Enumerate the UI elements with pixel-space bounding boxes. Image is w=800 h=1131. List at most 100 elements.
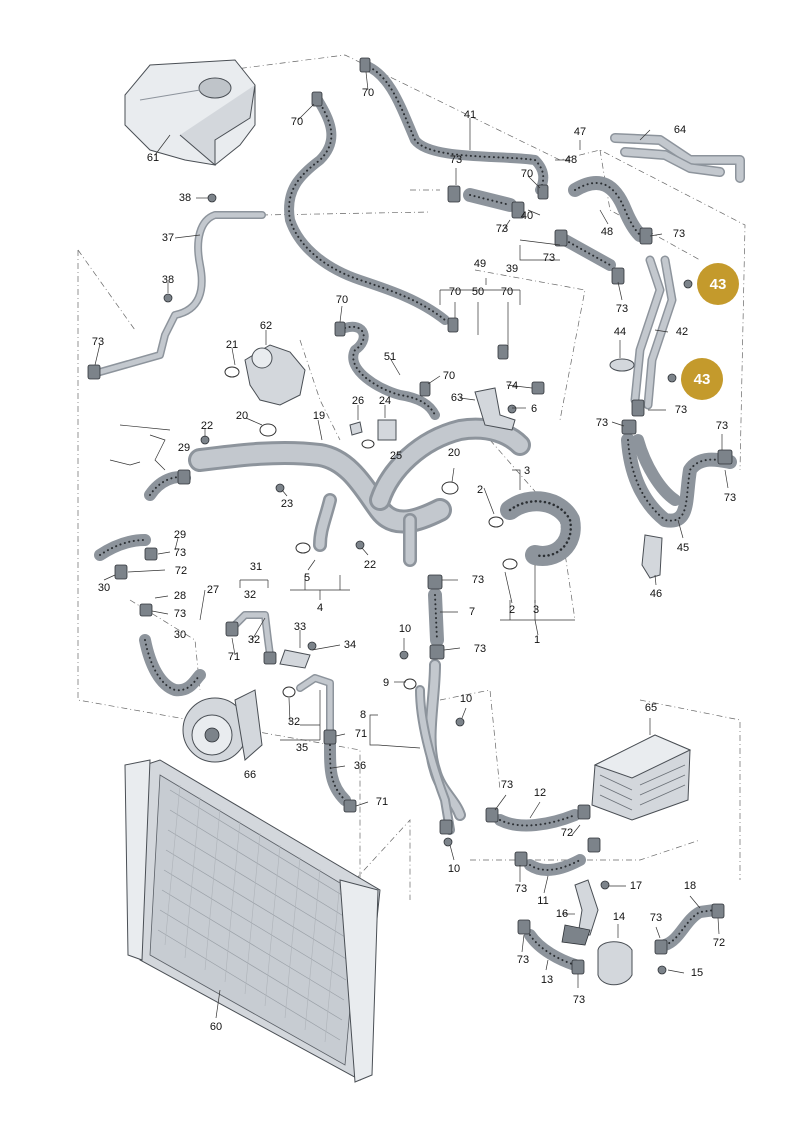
callout-73-label-10[interactable]: 73 <box>724 492 736 504</box>
callout-73-label[interactable]: 73 <box>92 336 104 348</box>
callout-44-label[interactable]: 44 <box>614 326 626 338</box>
callout-30-label[interactable]: 30 <box>98 582 110 594</box>
callout-47-label[interactable]: 47 <box>574 126 586 138</box>
callout-10-label[interactable]: 10 <box>399 623 411 635</box>
callout-31-label[interactable]: 31 <box>250 561 262 573</box>
callout-32-label-3[interactable]: 32 <box>288 716 300 728</box>
callout-66-label[interactable]: 66 <box>244 769 256 781</box>
callout-34-label[interactable]: 34 <box>344 639 356 651</box>
callout-73-label-9[interactable]: 73 <box>716 420 728 432</box>
callout-61-label[interactable]: 61 <box>147 152 159 164</box>
callout-49-label[interactable]: 49 <box>474 258 486 270</box>
callout-5-label[interactable]: 5 <box>304 572 310 584</box>
callout-73-label-7[interactable]: 73 <box>675 404 687 416</box>
callout-40-label[interactable]: 40 <box>521 210 533 222</box>
callout-2-label[interactable]: 2 <box>477 484 483 496</box>
callout-10-label-2[interactable]: 10 <box>460 693 472 705</box>
callout-20-label-2[interactable]: 20 <box>448 447 460 459</box>
callout-73-label-14[interactable]: 73 <box>474 643 486 655</box>
callout-41-label[interactable]: 41 <box>464 109 476 121</box>
callout-8-label[interactable]: 8 <box>360 709 366 721</box>
callout-73-label-4[interactable]: 73 <box>543 252 555 264</box>
callout-1-label[interactable]: 1 <box>534 634 540 646</box>
callout-7-label[interactable]: 7 <box>469 606 475 618</box>
callout-22-label[interactable]: 22 <box>201 420 213 432</box>
callout-63-label[interactable]: 63 <box>451 392 463 404</box>
callout-73-label-12[interactable]: 73 <box>174 608 186 620</box>
callout-2-label-2[interactable]: 2 <box>509 604 515 616</box>
callout-51-label[interactable]: 51 <box>384 351 396 363</box>
callout-72-label-3[interactable]: 72 <box>713 937 725 949</box>
callout-73-label-3[interactable]: 73 <box>496 223 508 235</box>
callout-38-label-2[interactable]: 38 <box>162 274 174 286</box>
callout-16-label[interactable]: 16 <box>556 908 568 920</box>
callout-15-label[interactable]: 15 <box>691 967 703 979</box>
callout-37-label[interactable]: 37 <box>162 232 174 244</box>
callout-73-label-17[interactable]: 73 <box>650 912 662 924</box>
callout-72-label-2[interactable]: 72 <box>561 827 573 839</box>
callout-38-label[interactable]: 38 <box>179 192 191 204</box>
callout-73-label-19[interactable]: 73 <box>573 994 585 1006</box>
callout-22-label-2[interactable]: 22 <box>364 559 376 571</box>
callout-35-label[interactable]: 35 <box>296 742 308 754</box>
callout-32-label-2[interactable]: 32 <box>248 634 260 646</box>
callout-73-label-16[interactable]: 73 <box>515 883 527 895</box>
callout-70-label-3[interactable]: 70 <box>521 168 533 180</box>
callout-36-label[interactable]: 36 <box>354 760 366 772</box>
callout-65-label[interactable]: 65 <box>645 702 657 714</box>
callout-73-label-18[interactable]: 73 <box>517 954 529 966</box>
callout-42-label[interactable]: 42 <box>676 326 688 338</box>
callout-14-label[interactable]: 14 <box>613 911 625 923</box>
callout-26-label[interactable]: 26 <box>352 395 364 407</box>
callout-73-label-6[interactable]: 73 <box>616 303 628 315</box>
callout-3-label-2[interactable]: 3 <box>533 604 539 616</box>
callout-9-label[interactable]: 9 <box>383 677 389 689</box>
callout-70-label-5[interactable]: 70 <box>449 286 461 298</box>
callout-33-label[interactable]: 33 <box>294 621 306 633</box>
callout-21-label[interactable]: 21 <box>226 339 238 351</box>
callout-71-label-3[interactable]: 71 <box>376 796 388 808</box>
callout-4-label[interactable]: 4 <box>317 602 323 614</box>
callout-32-label[interactable]: 32 <box>244 589 256 601</box>
callout-39-label[interactable]: 39 <box>506 263 518 275</box>
callout-62-label[interactable]: 62 <box>260 320 272 332</box>
callout-73-label-11[interactable]: 73 <box>174 547 186 559</box>
callout-17-label[interactable]: 17 <box>630 880 642 892</box>
callout-48-label[interactable]: 48 <box>565 154 577 166</box>
callout-12-label[interactable]: 12 <box>534 787 546 799</box>
callout-29-label-2[interactable]: 29 <box>174 529 186 541</box>
callout-73-label-15[interactable]: 73 <box>501 779 513 791</box>
callout-27-label[interactable]: 27 <box>207 584 219 596</box>
callout-43-badge-bottom[interactable] <box>681 358 723 400</box>
callout-18-label[interactable]: 18 <box>684 880 696 892</box>
callout-73-label-5[interactable]: 73 <box>673 228 685 240</box>
callout-3-label[interactable]: 3 <box>524 465 530 477</box>
callout-72-label[interactable]: 72 <box>175 565 187 577</box>
callout-46-label[interactable]: 46 <box>650 588 662 600</box>
callout-20-label[interactable]: 20 <box>236 410 248 422</box>
callout-29-label[interactable]: 29 <box>178 442 190 454</box>
callout-70-label-7[interactable]: 70 <box>443 370 455 382</box>
callout-70-label-6[interactable]: 70 <box>501 286 513 298</box>
callout-60-label[interactable]: 60 <box>210 1021 222 1033</box>
callout-45-label[interactable]: 45 <box>677 542 689 554</box>
callout-70-label[interactable]: 70 <box>362 87 374 99</box>
callout-73-label-2[interactable]: 73 <box>450 154 462 166</box>
callout-23-label[interactable]: 23 <box>281 498 293 510</box>
callout-10-label-3[interactable]: 10 <box>448 863 460 875</box>
callout-48-label-2[interactable]: 48 <box>601 226 613 238</box>
callout-6-label[interactable]: 6 <box>531 403 537 415</box>
callout-50-label[interactable]: 50 <box>472 286 484 298</box>
callout-71-label-2[interactable]: 71 <box>355 728 367 740</box>
callout-73-label-8[interactable]: 73 <box>596 417 608 429</box>
callout-70-label-2[interactable]: 70 <box>291 116 303 128</box>
callout-30-label-2[interactable]: 30 <box>174 629 186 641</box>
callout-28-label[interactable]: 28 <box>174 590 186 602</box>
callout-19-label[interactable]: 19 <box>313 410 325 422</box>
callout-24-label[interactable]: 24 <box>379 395 391 407</box>
callout-74-label[interactable]: 74 <box>506 380 518 392</box>
callout-25-label[interactable]: 25 <box>390 450 402 462</box>
callout-13-label[interactable]: 13 <box>541 974 553 986</box>
callout-70-label-4[interactable]: 70 <box>336 294 348 306</box>
callout-11-label[interactable]: 11 <box>537 895 548 907</box>
